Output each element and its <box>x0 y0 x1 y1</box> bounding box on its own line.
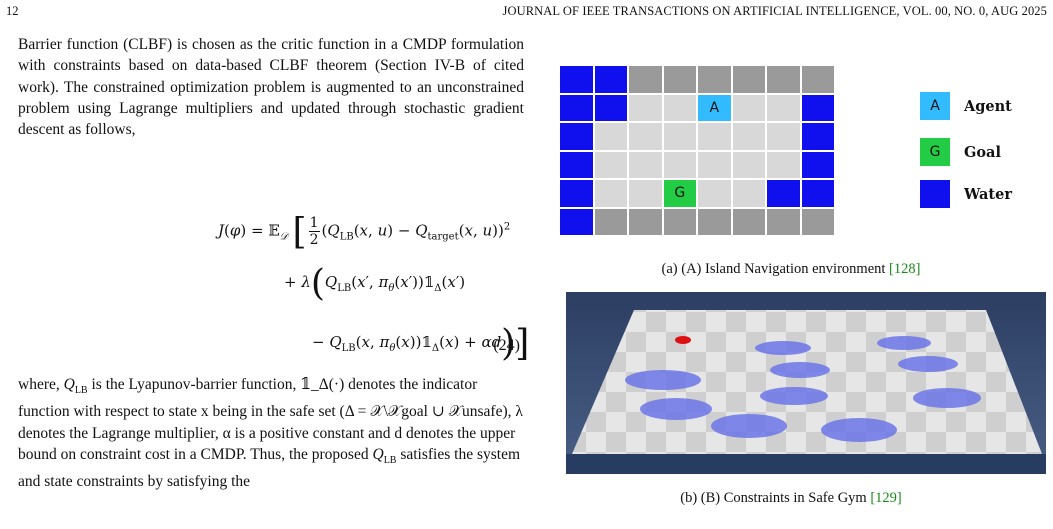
grid-cell-wall <box>732 66 765 93</box>
grid-cell-water <box>767 180 800 207</box>
grid-cell-water <box>801 94 834 121</box>
hazard-zone <box>913 388 981 408</box>
equation-line-2: + λ(QLB(x′, πθ(x′))𝟙Δ(x′) <box>284 263 466 304</box>
left-column-continued: where, QLB is the Lyapunov-barrier funct… <box>18 374 524 493</box>
grid-cell-goal: G <box>663 180 696 207</box>
grid-cell-wall <box>698 208 731 235</box>
legend-item-goal: G Goal <box>920 138 1001 166</box>
page-header: 12 JOURNAL OF IEEE TRANSACTIONS ON ARTIF… <box>0 4 1053 22</box>
hazard-zone <box>755 341 811 355</box>
grid-cell-wall <box>629 208 662 235</box>
grid-cell-water <box>594 94 627 121</box>
citation-link-129[interactable]: [129] <box>870 490 902 506</box>
hazard-zone <box>760 387 828 405</box>
grid-cell-water <box>560 151 593 178</box>
grid-cell-wall <box>663 208 696 235</box>
paragraph-where: where, QLB is the Lyapunov-barrier funct… <box>18 376 523 491</box>
grid-cell-water <box>801 123 834 150</box>
journal-title: JOURNAL OF IEEE TRANSACTIONS ON ARTIFICI… <box>502 4 1047 18</box>
grid-cell-floor <box>594 151 627 178</box>
grid-cell-floor <box>732 123 765 150</box>
grid-cell-floor <box>594 123 627 150</box>
figure-a-caption: (a) (A) Island Navigation environment [1… <box>661 261 921 277</box>
grid-cell-floor <box>698 151 731 178</box>
equation-line-3: − QLB(x, πθ(x))𝟙Δ(x) + αd)] <box>312 323 530 364</box>
grid-cell-water <box>560 180 593 207</box>
hazard-zone <box>770 362 830 378</box>
hazard-zone <box>898 356 958 372</box>
grid-cell-wall <box>698 66 731 93</box>
grid-cell-wall <box>767 66 800 93</box>
grid-cell-agent: A <box>698 94 731 121</box>
grid-cell-water <box>560 94 593 121</box>
grid-cell-floor <box>663 123 696 150</box>
legend-item-water: Water <box>920 180 1012 208</box>
safe-gym-figure <box>566 292 1046 474</box>
legend-swatch-goal: G <box>920 138 950 166</box>
legend-label-water: Water <box>964 185 1012 203</box>
legend-label-agent: Agent <box>964 97 1012 115</box>
grid-cell-water <box>594 66 627 93</box>
figure-b-caption: (b) (B) Constraints in Safe Gym [129] <box>680 490 902 506</box>
grid-cell-floor <box>767 151 800 178</box>
hazard-zone <box>711 414 787 438</box>
grid-cell-floor <box>629 94 662 121</box>
citation-link-128[interactable]: [128] <box>889 261 921 277</box>
equation-number: (24) <box>493 337 520 354</box>
hazard-zone <box>877 336 931 350</box>
figure-legend: A Agent G Goal Water <box>920 92 1050 222</box>
grid-cell-wall <box>767 208 800 235</box>
grid-cell-floor <box>698 180 731 207</box>
grid-cell-floor <box>663 151 696 178</box>
grid-cell-floor <box>594 180 627 207</box>
grid-cell-floor <box>767 123 800 150</box>
grid-cell-floor <box>732 151 765 178</box>
floor-edge <box>566 454 1046 474</box>
left-column: Barrier function (CLBF) is chosen as the… <box>18 34 524 140</box>
grid-cell-wall <box>801 208 834 235</box>
page-number: 12 <box>6 4 19 18</box>
grid-cell-water <box>560 208 593 235</box>
grid-cell-wall <box>663 66 696 93</box>
grid-cell-water <box>560 123 593 150</box>
grid-cell-floor <box>629 151 662 178</box>
robot-agent <box>675 336 691 344</box>
legend-swatch-water <box>920 180 950 208</box>
grid-cell-wall <box>594 208 627 235</box>
grid-cell-floor <box>629 180 662 207</box>
grid-cell-wall <box>629 66 662 93</box>
grid-cell-water <box>560 66 593 93</box>
hazard-zone <box>821 418 897 442</box>
legend-label-goal: Goal <box>964 143 1001 161</box>
grid-cell-floor <box>663 94 696 121</box>
grid-cell-wall <box>801 66 834 93</box>
grid-cell-floor <box>732 180 765 207</box>
grid-cell-floor <box>629 123 662 150</box>
grid-cell-floor <box>698 123 731 150</box>
grid-cell-water <box>801 180 834 207</box>
legend-item-agent: A Agent <box>920 92 1012 120</box>
grid-cell-floor <box>767 94 800 121</box>
paragraph-intro: Barrier function (CLBF) is chosen as the… <box>18 36 524 139</box>
grid-cell-floor <box>732 94 765 121</box>
legend-swatch-agent: A <box>920 92 950 120</box>
safe-gym-render <box>566 292 1046 474</box>
grid-cell-wall <box>732 208 765 235</box>
hazard-zone <box>625 370 701 390</box>
hazard-zone <box>640 398 712 420</box>
grid-cell-water <box>801 151 834 178</box>
